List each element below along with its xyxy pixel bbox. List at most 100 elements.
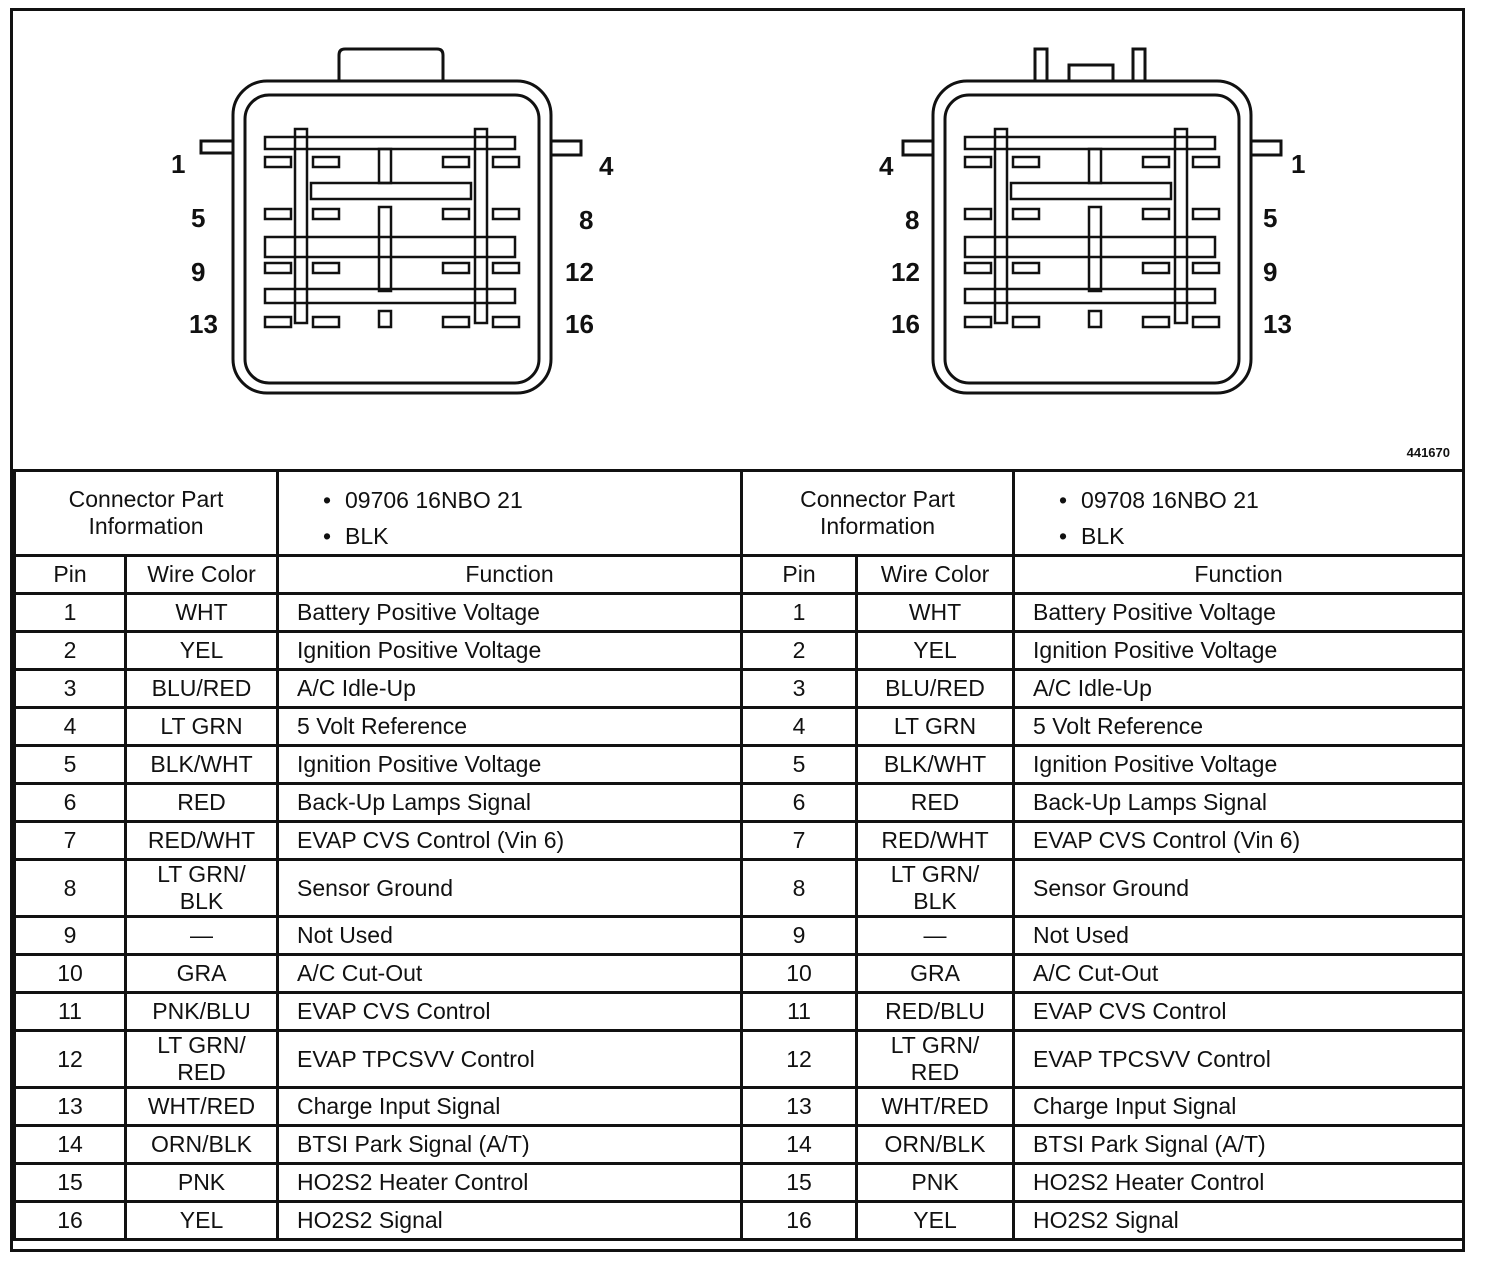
pin-cell: 11 (740, 991, 859, 1032)
function-cell: A/C Idle-Up (1012, 668, 1466, 709)
wire-color-line: YEL (179, 637, 224, 663)
function-cell: BTSI Park Signal (A/T) (276, 1124, 744, 1165)
pin-cell: 5 (740, 744, 859, 785)
right-pin-label: 1 (1291, 149, 1305, 179)
function-cell: HO2S2 Heater Control (1012, 1162, 1466, 1203)
wire-color-cell: RED (855, 782, 1016, 823)
wire-color-cell: YEL (855, 630, 1016, 671)
wire-color-cell: WHT (855, 592, 1016, 633)
pin-cell: 11 (13, 991, 127, 1032)
function-cell: EVAP CVS Control (276, 991, 744, 1032)
wire-color-line: ORN/BLK (884, 1131, 986, 1157)
pin-cell: 1 (740, 592, 859, 633)
wire-color-cell: LT GRN/BLK (855, 858, 1016, 918)
pin-cell: 5 (13, 744, 127, 785)
right-pin-label: 9 (1263, 257, 1277, 287)
column-header-wire-color: Wire Color (123, 554, 280, 595)
info-label-line: Connector Part (68, 486, 224, 512)
function-cell: BTSI Park Signal (A/T) (1012, 1124, 1466, 1165)
left-pin-label: 16 (565, 309, 594, 339)
pin-cell: 8 (740, 858, 859, 918)
wire-color-line: YEL (179, 1207, 224, 1233)
left-pin-label: 5 (191, 203, 205, 233)
function-cell: Back-Up Lamps Signal (1012, 782, 1466, 823)
wire-color-cell: YEL (123, 630, 280, 671)
pin-cell: 15 (740, 1162, 859, 1203)
pin-cell: 13 (13, 1086, 127, 1127)
wire-color-cell: LT GRN/RED (855, 1029, 1016, 1089)
column-header-wire-color: Wire Color (855, 554, 1016, 595)
wire-color-cell: — (855, 915, 1016, 956)
pin-cell: 16 (740, 1200, 859, 1241)
wire-color-line: BLK/WHT (150, 751, 253, 777)
right-pin-label: 12 (891, 257, 920, 287)
wire-color-line: RED (910, 1059, 960, 1085)
pin-cell: 8 (13, 858, 127, 918)
function-cell: Not Used (276, 915, 744, 956)
pin-cell: 2 (740, 630, 859, 671)
wire-color-line: BLU/RED (151, 675, 252, 701)
part-number: 09706 16NBO 21 (345, 487, 523, 513)
pin-cell: 10 (13, 953, 127, 994)
wire-color-cell: GRA (123, 953, 280, 994)
pin-cell: 4 (740, 706, 859, 747)
wire-color-line: BLK (913, 888, 957, 914)
pin-cell: 3 (740, 668, 859, 709)
wire-color-line: WHT/RED (881, 1093, 989, 1119)
function-cell: Battery Positive Voltage (276, 592, 744, 633)
connector-info-label: Connector Part Information (740, 469, 1016, 557)
function-cell: Ignition Positive Voltage (276, 630, 744, 671)
connector-color: BLK (1081, 523, 1125, 549)
function-cell: Back-Up Lamps Signal (276, 782, 744, 823)
column-header-pin: Pin (740, 554, 859, 595)
function-cell: EVAP TPCSVV Control (1012, 1029, 1466, 1089)
pin-cell: 3 (13, 668, 127, 709)
wire-color-cell: WHT/RED (855, 1086, 1016, 1127)
wire-color-cell: ORN/BLK (123, 1124, 280, 1165)
connector-info-values: •09706 16NBO 21 •BLK (276, 469, 744, 557)
wire-color-line: LT GRN (160, 713, 243, 739)
column-header-pin: Pin (13, 554, 127, 595)
function-cell: Not Used (1012, 915, 1466, 956)
wire-color-cell: RED/WHT (855, 820, 1016, 861)
pin-cell: 2 (13, 630, 127, 671)
wire-color-line: BLK (179, 888, 224, 914)
right-connector-face (901, 47, 1283, 395)
wire-color-cell: LT GRN (855, 706, 1016, 747)
wire-color-cell: YEL (855, 1200, 1016, 1241)
info-label-line: Information (88, 513, 204, 539)
wire-color-line: — (190, 922, 213, 948)
wire-color-cell: LT GRN/RED (123, 1029, 280, 1089)
left-pin-label: 9 (191, 257, 205, 287)
wire-color-line: WHT (175, 599, 228, 625)
left-pin-label: 4 (599, 151, 614, 181)
pin-cell: 10 (740, 953, 859, 994)
wire-color-cell: ORN/BLK (855, 1124, 1016, 1165)
wire-color-line: LT GRN/ (890, 1032, 980, 1058)
function-cell: Ignition Positive Voltage (276, 744, 744, 785)
pin-cell: 15 (13, 1162, 127, 1203)
wire-color-cell: — (123, 915, 280, 956)
wire-color-line: BLU/RED (885, 675, 985, 701)
function-cell: EVAP CVS Control (Vin 6) (276, 820, 744, 861)
wire-color-line: RED/WHT (147, 827, 256, 853)
column-header-function: Function (1012, 554, 1466, 595)
wire-color-line: — (923, 922, 947, 948)
wire-color-line: WHT (908, 599, 962, 625)
wire-color-line: RED/BLU (885, 998, 985, 1024)
function-cell: HO2S2 Signal (1012, 1200, 1466, 1241)
wire-color-cell: LT GRN (123, 706, 280, 747)
wire-color-cell: WHT (123, 592, 280, 633)
function-cell: EVAP CVS Control (Vin 6) (1012, 820, 1466, 861)
wire-color-cell: WHT/RED (123, 1086, 280, 1127)
info-label-line: Information (819, 513, 936, 539)
